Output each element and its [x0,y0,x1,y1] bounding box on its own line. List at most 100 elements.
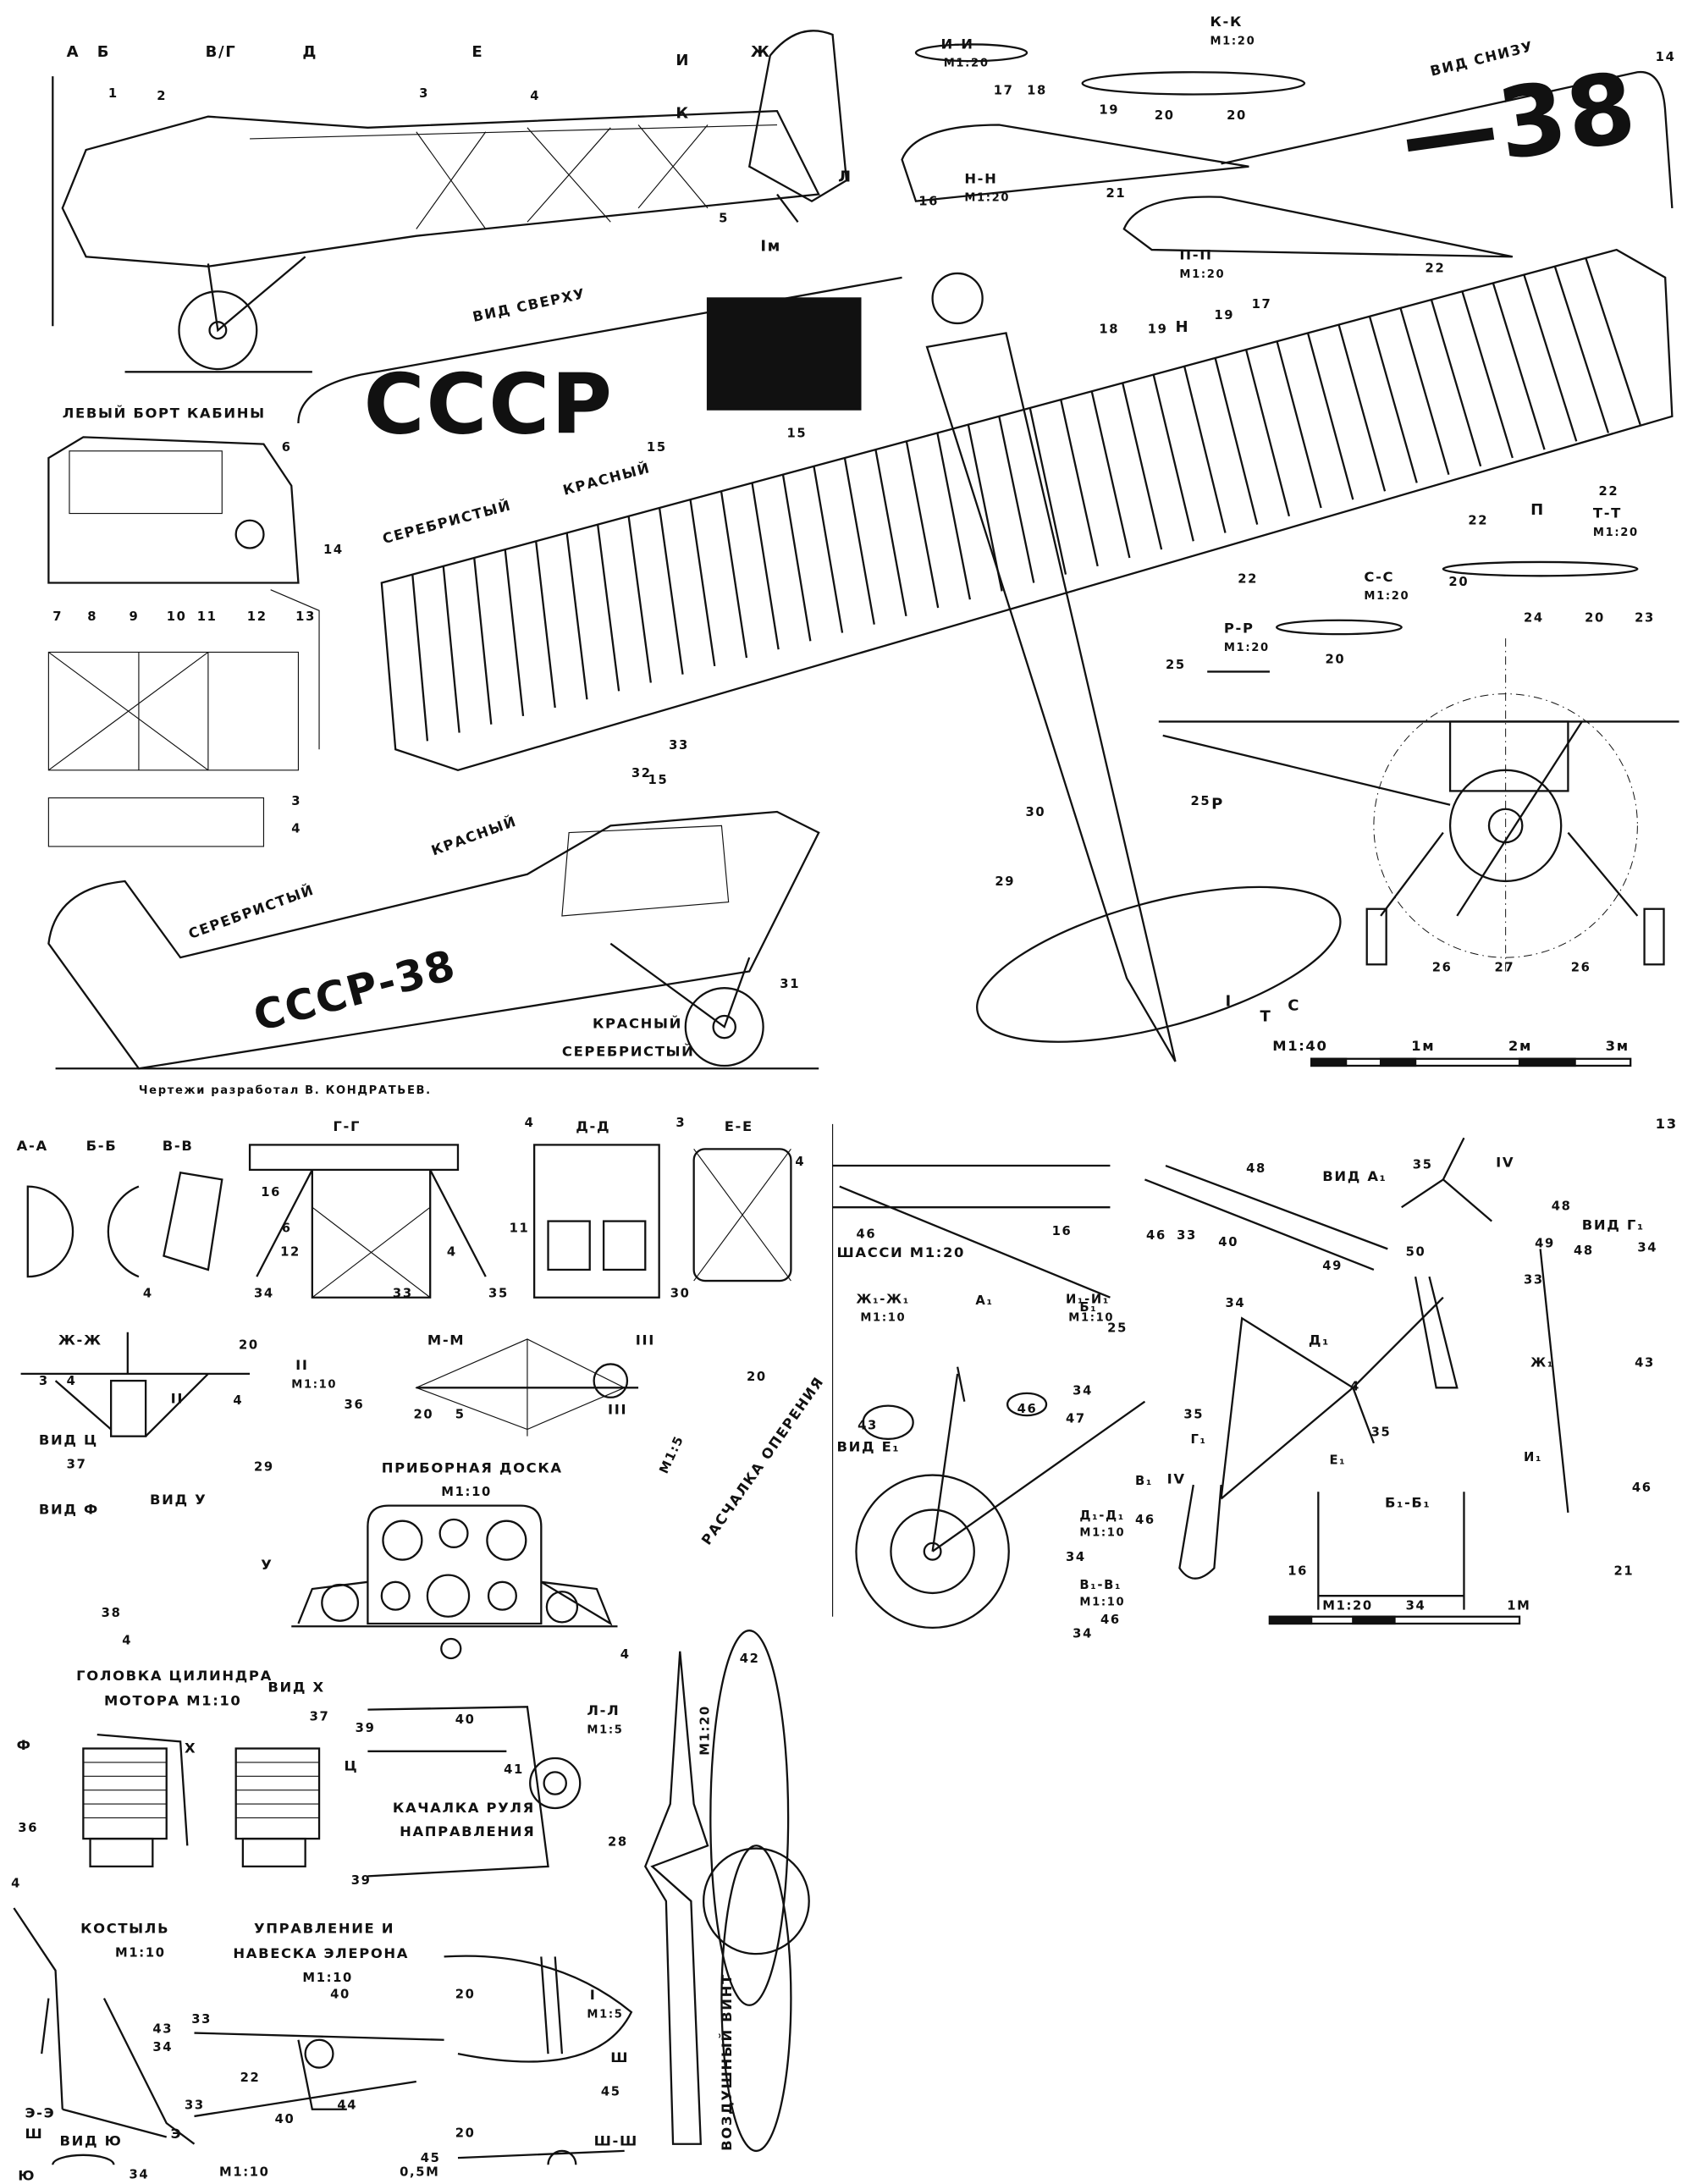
drawing-label: 40 [1218,1236,1239,1251]
drawing-label: 4 [66,1375,77,1389]
drawing-label: 16 [261,1186,282,1200]
drawing-label: М1:10 [1079,1596,1126,1608]
drawing-label: 49 [1322,1260,1343,1274]
drawing-label: 38 [101,1607,122,1621]
drawing-label: Т [1260,1007,1272,1026]
drawing-label: М1:20 [1364,589,1410,603]
wing-rib [1461,290,1514,459]
drawing-label: 20 [1448,576,1470,590]
drawing-label: Ж₁ [1530,1357,1554,1371]
drawing-label: ВИД Ю [59,2134,123,2150]
drawing-label: 48 [1246,1162,1266,1177]
drawing-label: М1:20 [1322,1600,1373,1614]
drawing-label: УПРАВЛЕНИЕ И [253,1922,395,1938]
drawing-label: Е-Е [724,1119,753,1135]
drawing-label: 43 [858,1420,878,1434]
drawing-label: 5 [455,1408,466,1423]
wing-rib [1090,391,1131,559]
drawing-label: ВИД Е₁ [836,1440,901,1456]
drawing-label: 26 [1431,962,1453,976]
drawing-label: III [608,1403,628,1419]
drawing-label: 3 [419,87,429,102]
drawing-label: У [261,1558,273,1574]
drawing-label: 34 [1405,1600,1426,1614]
drawing-label: М1:10 [115,1946,166,1961]
wing-rib [658,507,684,675]
drawing-label: 35 [488,1288,509,1302]
drawing-label: 41 [504,1763,524,1778]
airfoil-sections [901,43,1639,673]
drawing-label: ВИД У [150,1492,207,1508]
drawing-label: 12 [280,1246,301,1260]
drawing-label: IV [1496,1155,1515,1172]
drawing-label: Ш-Ш [593,2134,638,2150]
drawing-label: М1:20 [1210,34,1256,47]
drawing-label: 25 [1107,1322,1128,1337]
drawing-label: 17 [1251,298,1272,312]
drawing-label: М1:20 [1592,526,1639,539]
cabin-sections [26,1144,792,1299]
engine-plan [931,272,984,325]
drawing-label: 40 [455,1713,476,1728]
drawing-label: 8 [87,610,98,625]
drawing-label: С [1288,996,1301,1015]
drawing-label: МОТОРА М1:10 [103,1694,242,1710]
drawing-label: Ц [344,1759,359,1775]
drawing-label: 36 [344,1398,365,1413]
drawing-label: 20 [1154,109,1175,124]
drawing-label: 18 [1027,84,1047,99]
fuselage-side-outline [61,109,820,267]
drawing-label: 31 [780,978,801,993]
drawing-label: 30 [670,1288,691,1302]
drawing-label: 15 [786,427,808,442]
drawing-label: ВОЗДУШНЫЙ ВИНТ [720,1973,736,2151]
drawing-label: 13 [1655,1117,1678,1133]
drawing-label: 21 [1613,1565,1635,1580]
drawing-label: В-В [162,1139,194,1155]
drawing-label: 23 [1635,611,1655,626]
drawing-label: Д₁-Д₁ [1079,1509,1125,1524]
cabin-left-side [47,436,320,847]
side-view-bottom [47,810,820,1070]
drawing-label: П [1530,500,1545,520]
drawing-label: 37 [309,1711,330,1725]
drawing-label: Д-Д [576,1119,611,1135]
drawing-label: М1:20 [1179,267,1226,281]
chassis-assembly [832,1137,1569,1630]
drawing-label: М1:10 [291,1377,338,1391]
drawing-label: 20 [455,1988,476,2003]
drawing-label: 46 [856,1227,877,1243]
drawing-label: 43 [1635,1357,1655,1371]
wing-rib [781,474,812,642]
drawing-label: 20 [1325,654,1346,668]
drawing-label: 1м [1411,1039,1436,1055]
drawing-label: М1:20 [964,191,1011,204]
drawing-label: СЕРЕБРИСТЫЙ [561,1045,695,1061]
wing-rib [1214,357,1259,525]
drawing-label: Р [1211,795,1224,813]
drawing-label: 24 [1523,611,1544,626]
drawing-label: 46 [1134,1514,1155,1528]
drawing-label: 22 [1598,485,1619,500]
engine-cylinder-heads [82,1733,321,1868]
drawing-label: С-С [1364,570,1395,586]
drawing-label: М1:10 [860,1311,907,1324]
drawing-label: Чертежи разработал В. КОНДРАТЬЕВ. [138,1084,432,1097]
drawing-label: М1:20 [1223,641,1270,654]
drawing-label: 4 [142,1288,153,1302]
drawing-label: 19 [1147,323,1168,338]
drawing-label: 43 [152,2023,174,2038]
wing-rib [1553,266,1610,433]
drawing-label: 20 [1585,611,1605,626]
drawing-label: ПРИБОРНАЯ ДОСКА [381,1461,563,1477]
drawing-label: М1:5 [587,2008,624,2021]
drawing-label: К [676,103,690,123]
drawing-label: 45 [420,2152,441,2166]
drawing-label: Л [838,168,852,186]
drawing-label: 25 [1166,659,1186,674]
tail-sections [20,1332,639,1437]
drawing-label: М1:10 [219,2165,270,2181]
drawing-label: 33 [1177,1229,1197,1244]
wing-rib [874,449,907,617]
wing-rib [720,491,748,659]
